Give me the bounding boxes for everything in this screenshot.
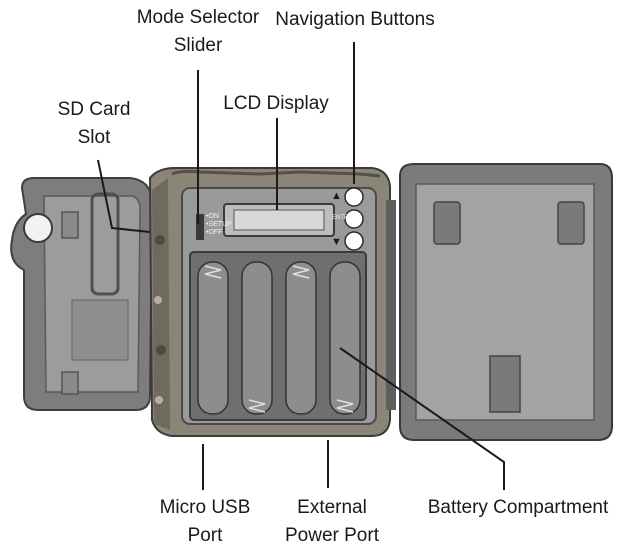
enter-label: ENTER	[332, 215, 353, 221]
hinge	[386, 200, 396, 410]
mode-selector-switch	[196, 214, 204, 240]
label-battery-compartment: Battery Compartment	[427, 497, 609, 518]
label-lcd-display: LCD Display	[223, 93, 329, 114]
lcd-display	[223, 203, 335, 237]
switch-label-off: •OFF	[206, 229, 223, 236]
switch-label-setup: •SETUP	[206, 221, 232, 228]
down-arrow-icon: ▼	[331, 236, 342, 248]
label-micro-usb-port: Micro USB Port	[159, 497, 251, 546]
label-external-power-port: External Power Port	[285, 497, 379, 546]
label-mode-selector: Mode Selector Slider	[136, 7, 260, 56]
battery-compartment	[189, 251, 367, 421]
up-arrow-icon: ▲	[331, 190, 342, 202]
right-door	[399, 163, 613, 441]
label-sd-card-slot: SD Card Slot	[57, 99, 131, 148]
left-door	[10, 177, 154, 411]
leader-lines	[97, 42, 505, 490]
switch-label-on: •ON	[206, 213, 219, 220]
label-navigation-buttons: Navigation Buttons	[275, 9, 435, 30]
navigation-buttons	[344, 187, 364, 251]
